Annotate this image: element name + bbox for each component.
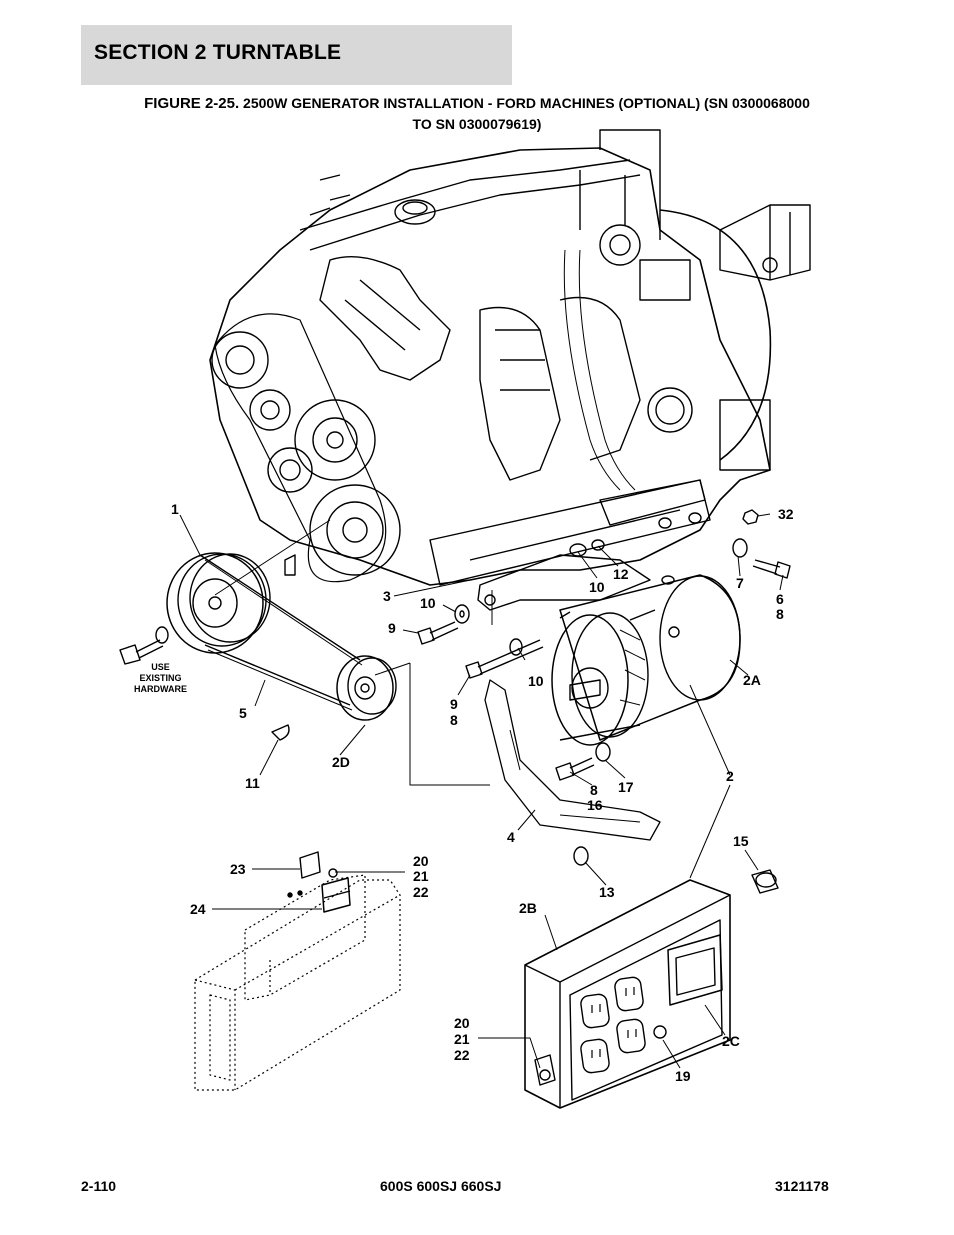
adjusting-bracket [484,679,661,841]
callout-7: 7 [736,575,744,591]
callout-10a: 10 [420,595,436,611]
callout-4: 4 [507,829,515,845]
cable-clamp [751,869,779,894]
chassis-frame [194,874,401,1091]
outlet-box [524,879,731,1109]
relay-assembly [287,851,351,913]
footer-page-number: 2-110 [81,1178,117,1194]
drive-belt [199,554,363,711]
mounting-bracket [477,554,651,611]
section-title: SECTION 2 TURNTABLE [94,41,342,64]
woodruff-key [271,724,290,741]
callout-8c: 8 [590,782,598,798]
callout-12: 12 [613,566,629,582]
generator-pulley [336,655,397,721]
callout-13: 13 [599,884,615,900]
callout-23: 23 [230,861,246,877]
callout-3: 3 [383,588,391,604]
callout-9a: 9 [388,620,396,636]
callout-22a: 22 [413,884,429,900]
callout-22b: 22 [454,1047,470,1063]
callout-6: 6 [776,591,784,607]
figure-title-line1: 2500W GENERATOR INSTALLATION - FORD MACH… [243,95,810,111]
callout-32: 32 [778,506,794,522]
callout-10b: 10 [589,579,605,595]
callout-2: 2 [726,768,734,784]
figure-title-line2: TO SN 0300079619) [412,116,542,132]
callout-1: 1 [171,501,179,517]
callout-2a: 2A [743,672,761,688]
callout-2c: 2C [722,1033,740,1049]
generator [551,574,741,746]
crank-pulley [166,552,271,654]
callout-17: 17 [618,779,634,795]
figure-number: FIGURE 2-25. [144,95,240,112]
callout-21b: 21 [454,1031,470,1047]
use-existing-hardware-note: USE EXISTING HARDWARE [134,662,187,695]
callout-2b: 2B [519,900,537,916]
callout-8b: 8 [450,712,458,728]
callout-9b: 9 [450,696,458,712]
note-line3: HARDWARE [134,684,187,694]
leader-lines [179,513,784,1069]
figure-title: FIGURE 2-25. 2500W GENERATOR INSTALLATIO… [60,93,894,134]
engine-block [209,129,811,586]
callout-21a: 21 [413,868,429,884]
callout-5: 5 [239,705,247,721]
callout-15: 15 [733,833,749,849]
callout-20a: 20 [413,853,429,869]
callout-8a: 8 [776,606,784,622]
callout-16: 16 [587,797,603,813]
callout-24: 24 [190,901,206,917]
callout-11: 11 [245,775,260,791]
footer-models: 600S 600SJ 660SJ [380,1178,502,1194]
callout-20b: 20 [454,1015,470,1031]
callout-2d: 2D [332,754,350,770]
hardware [119,509,791,866]
callout-10c: 10 [528,673,544,689]
note-line2: EXISTING [139,673,182,683]
callout-19: 19 [675,1068,691,1084]
note-line1: USE [151,662,170,672]
section-header: SECTION 2 TURNTABLE [81,25,512,85]
footer-doc-number: 3121178 [775,1178,829,1194]
